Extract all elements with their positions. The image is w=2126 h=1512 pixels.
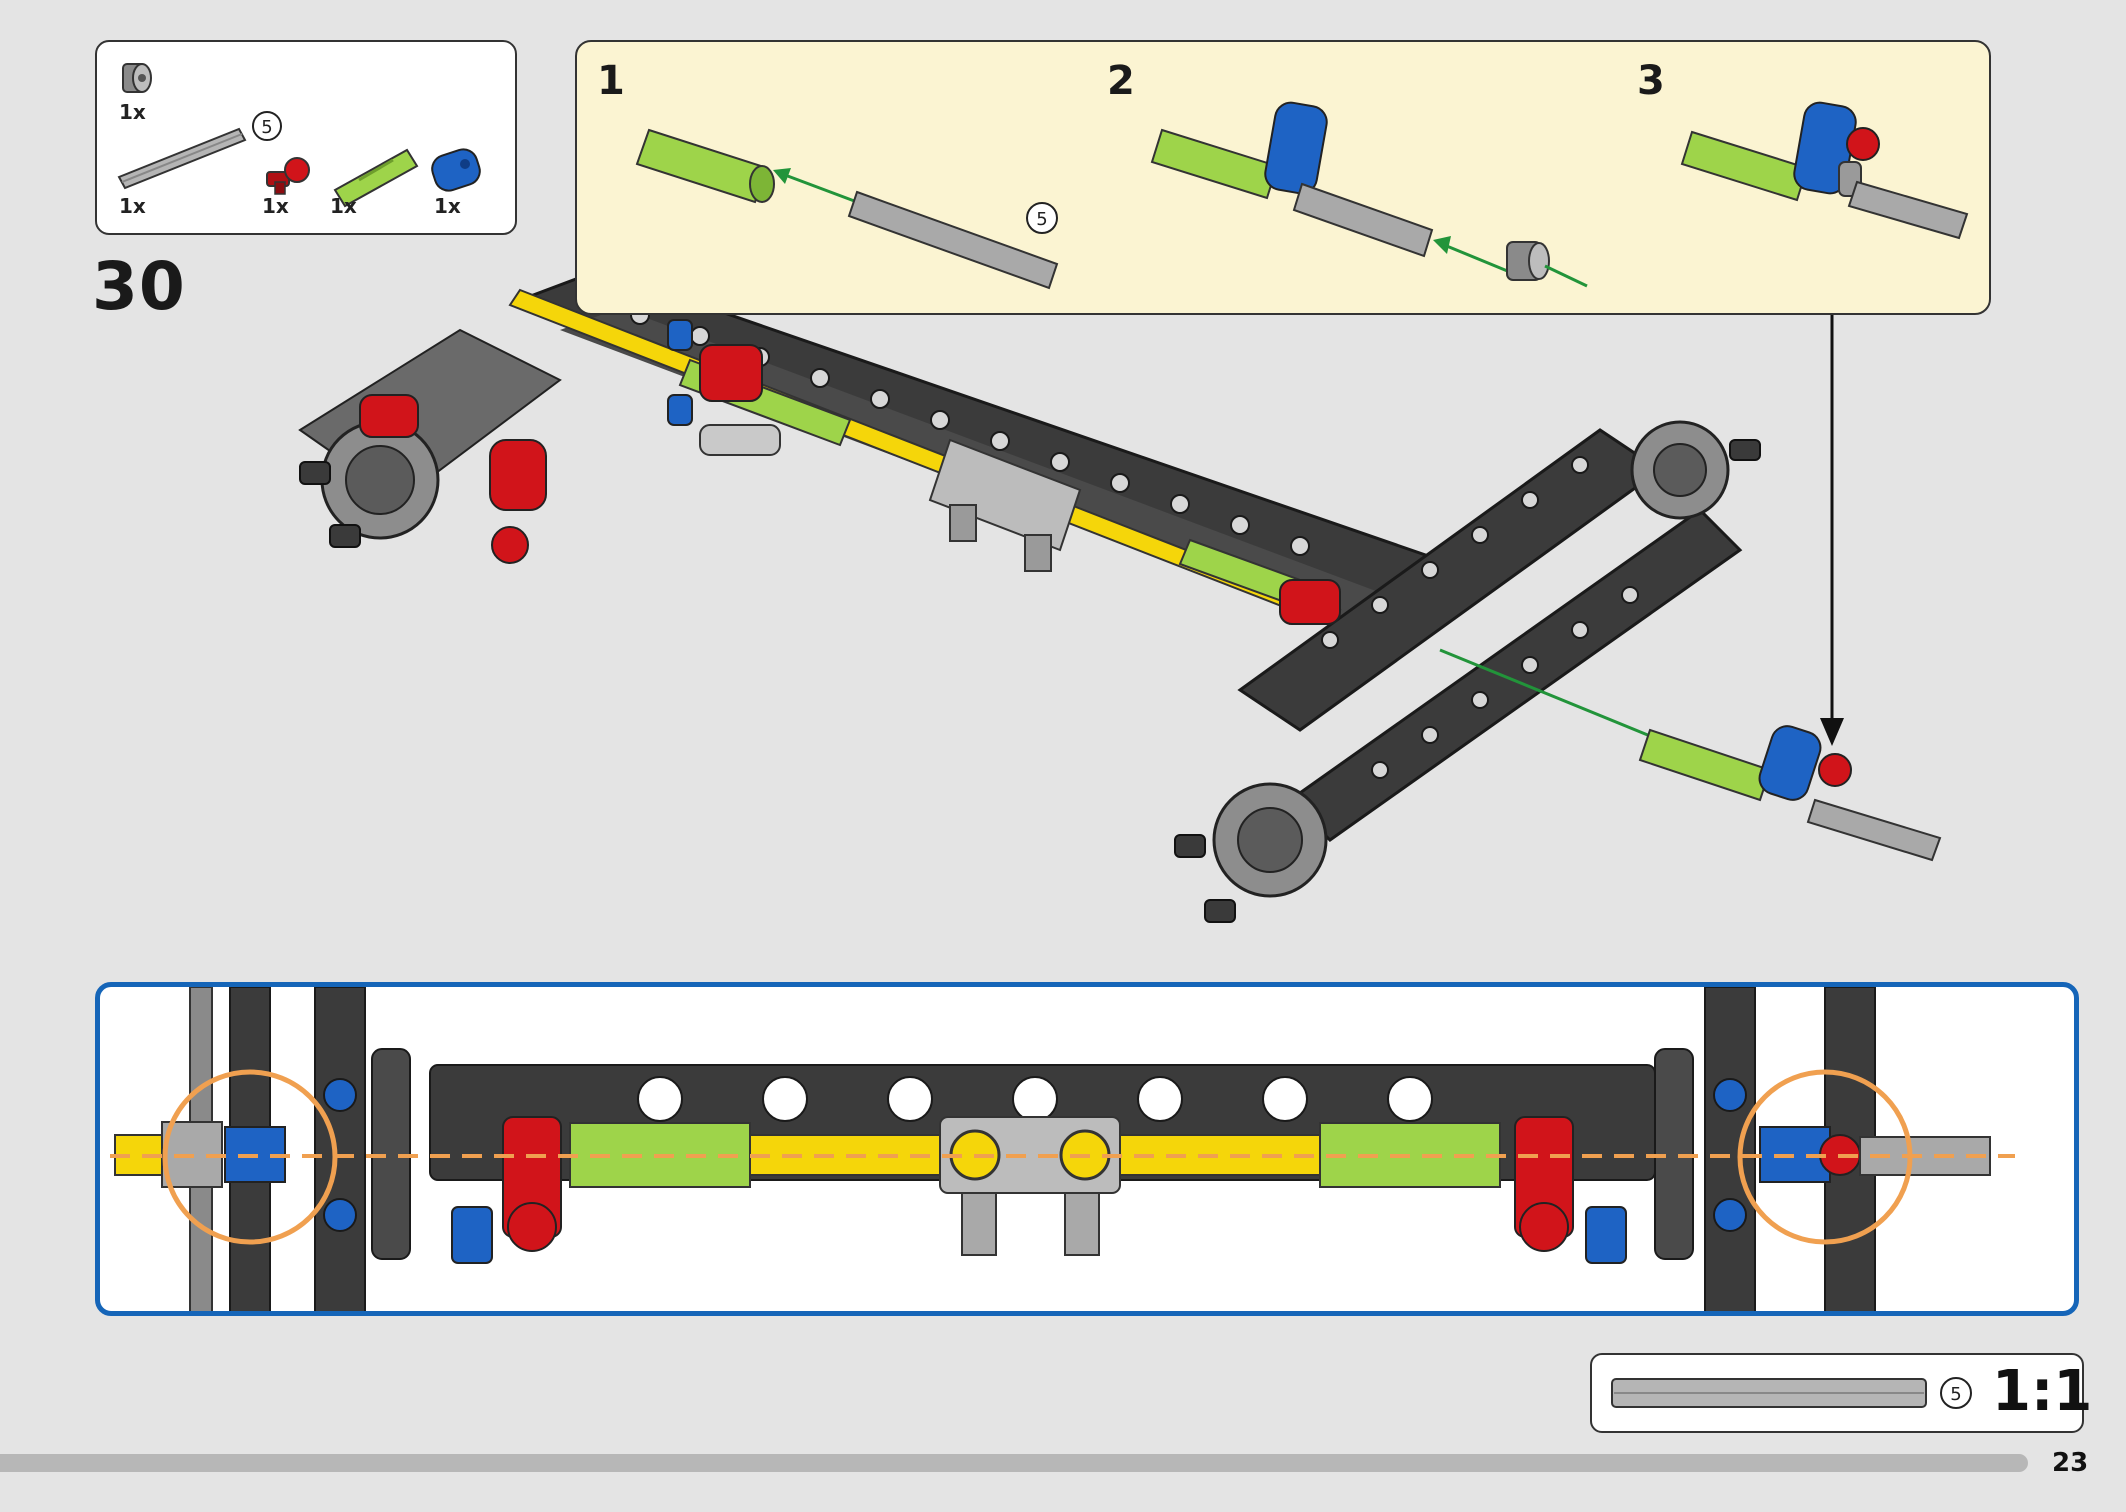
detail-view-box — [95, 982, 2079, 1316]
right-crossbeam-structure — [1237, 428, 1743, 842]
page-number: 23 — [2052, 1448, 2089, 1478]
sub-step-2-illustration — [1150, 101, 1588, 288]
blue-pin — [667, 319, 693, 351]
red-ball-pin-part-icon — [266, 157, 310, 195]
red-ball-pin-qty: 1x — [262, 194, 289, 218]
light-grey-liftarm — [699, 424, 781, 456]
blue-pin — [667, 394, 693, 426]
floating-sub-assembly — [1638, 725, 1942, 862]
axle-qty: 1x — [119, 194, 146, 218]
bush-qty: 1x — [119, 100, 146, 124]
left-hub-assembly — [298, 328, 562, 564]
grey-connector-block — [928, 438, 1082, 572]
right-lower-hub — [1174, 782, 1328, 923]
chassis-beam — [515, 268, 1444, 624]
sub-step-illustrations: 5 — [635, 101, 1969, 290]
scale-axle-illustration: 5 — [1611, 1377, 1972, 1409]
sub-step-callout: 5 1 2 3 — [575, 40, 1991, 315]
main-assembly-illustration — [298, 268, 1942, 923]
right-upper-hub — [1630, 420, 1761, 520]
scale-length-badge — [1940, 1377, 1972, 1409]
red-block-top — [699, 344, 763, 402]
scale-length-label: 5 — [1950, 1384, 1961, 1405]
blue-cross-block-part-icon — [431, 148, 481, 192]
page-progress-bar — [0, 1454, 2028, 1472]
parts-list-illustration: 5 — [117, 63, 481, 208]
sub-step-1-illustration: 5 — [635, 128, 1059, 290]
lime-connector-part-icon — [333, 148, 419, 208]
axle-length-badge — [252, 111, 282, 141]
lime-connector-qty: 1x — [330, 194, 357, 218]
callout-pointer-arrowhead — [1820, 718, 1844, 746]
sub-step-2-number: 2 — [1107, 58, 1135, 104]
axle-length-label: 5 — [261, 117, 272, 138]
bush-part-icon — [122, 63, 152, 93]
insertion-guide-line — [1439, 648, 1661, 742]
step-number: 30 — [92, 248, 186, 325]
sub-step-1-length-label: 5 — [1036, 209, 1047, 230]
detail-view-illustration — [110, 987, 2015, 1311]
sub-step-1-number: 1 — [597, 58, 625, 104]
sub-step-1-length-badge — [1026, 202, 1058, 234]
sub-step-3-illustration — [1680, 101, 1969, 240]
parts-list-box: 5 1x 1x 1x 1x 1x — [95, 40, 517, 235]
scale-reference-box: 5 1:1 — [1590, 1353, 2092, 1433]
sub-step-3-number: 3 — [1637, 58, 1665, 104]
blue-cross-block-qty: 1x — [434, 194, 461, 218]
axle-part-icon — [117, 127, 247, 190]
scale-ratio: 1:1 — [1992, 1359, 2093, 1424]
